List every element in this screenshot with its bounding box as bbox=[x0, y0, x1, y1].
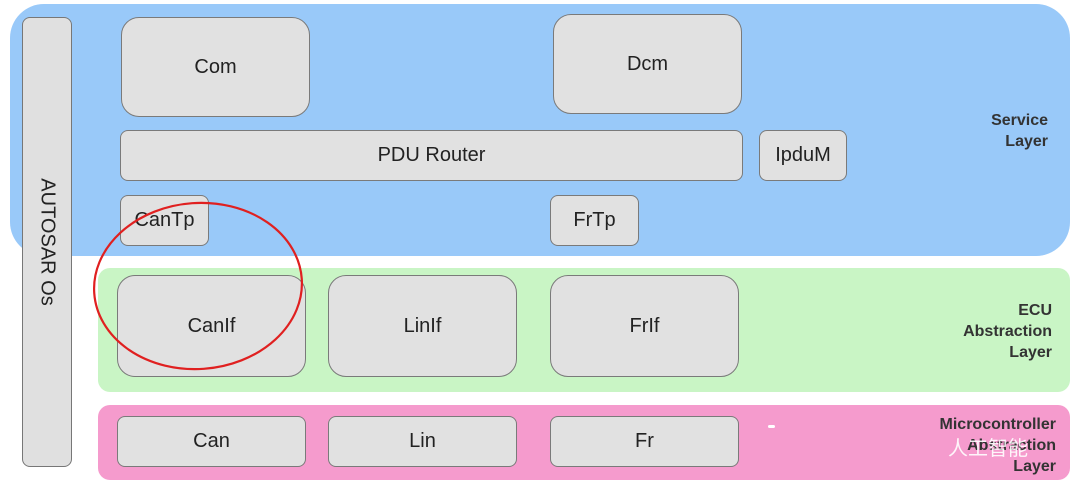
ecu-layer-label-line-1: ECU bbox=[1018, 302, 1052, 319]
service-layer-label: Service Layer bbox=[991, 110, 1048, 152]
frif-module: FrIf bbox=[550, 275, 739, 377]
mcu-layer-label-line-2: Abstraction bbox=[967, 437, 1056, 454]
linif-module: LinIf bbox=[328, 275, 517, 377]
ipdum-module: IpduM bbox=[759, 130, 847, 181]
autosar-os-block: AUTOSAR Os bbox=[22, 17, 72, 467]
lin-module: Lin bbox=[328, 416, 517, 467]
watermark-speck bbox=[768, 425, 775, 428]
frtp-module: FrTp bbox=[550, 195, 639, 246]
ecu-layer-label-line-3: Layer bbox=[1009, 344, 1052, 361]
ecu-layer-label: ECU Abstraction Layer bbox=[963, 300, 1052, 363]
watermark-text: 人工智能 bbox=[948, 436, 1028, 460]
canif-module: CanIf bbox=[117, 275, 306, 377]
dcm-module: Dcm bbox=[553, 14, 742, 114]
cantp-module: CanTp bbox=[120, 195, 209, 246]
autosar-os-label: AUTOSAR Os bbox=[36, 178, 59, 306]
mcu-layer-label-line-1: Microcontroller bbox=[939, 416, 1056, 433]
fr-module: Fr bbox=[550, 416, 739, 467]
mcu-layer-label: Microcontroller Abstraction Layer bbox=[940, 414, 1056, 477]
service-layer-label-line-2: Layer bbox=[1005, 133, 1048, 150]
can-module: Can bbox=[117, 416, 306, 467]
pdu-router-module: PDU Router bbox=[120, 130, 743, 181]
mcu-layer-label-line-3: Layer bbox=[1013, 458, 1056, 475]
ecu-layer-label-line-2: Abstraction bbox=[963, 323, 1052, 340]
com-module: Com bbox=[121, 17, 310, 117]
service-layer-label-line-1: Service bbox=[991, 112, 1048, 129]
